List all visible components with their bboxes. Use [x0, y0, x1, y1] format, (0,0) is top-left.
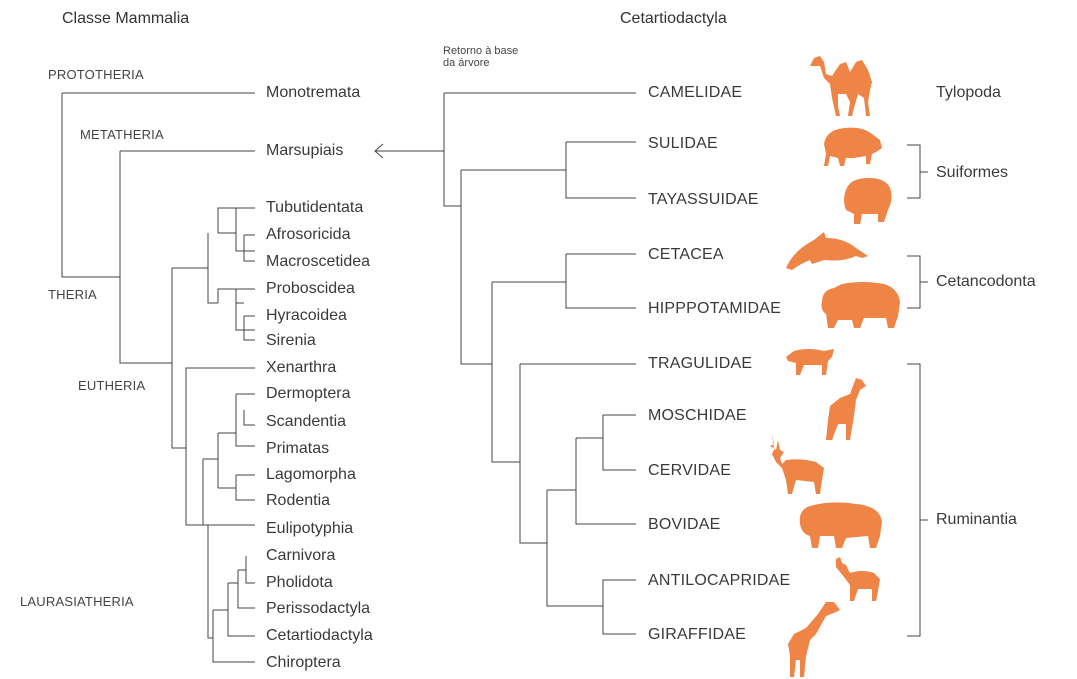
title-mammalia: Classe Mammalia [62, 11, 189, 27]
taxon-chiroptera: Chiroptera [266, 655, 341, 671]
camel-icon [808, 52, 890, 118]
taxon-carnivora: Carnivora [266, 548, 335, 564]
bracket-suiformes [907, 145, 928, 198]
clade-theria: THERIA [48, 288, 97, 301]
taxon-sirenia: Sirenia [266, 333, 316, 349]
clade-eutheria: EUTHERIA [78, 379, 145, 392]
bison-icon [796, 500, 886, 552]
taxon-dermoptera: Dermoptera [266, 386, 350, 402]
taxon-eulipotyphia: Eulipotyphia [266, 521, 353, 537]
family-bovidae: BOVIDAE [648, 517, 721, 533]
peccary-icon [840, 176, 896, 228]
group-cetancodonta: Cetancodonta [936, 274, 1036, 290]
taxon-proboscidea: Proboscidea [266, 281, 355, 297]
family-sulidae: SULIDAE [648, 136, 718, 152]
return-note: Retorno à base da árvore [443, 45, 523, 69]
title-cetartiodactyla: Cetartiodactyla [620, 11, 727, 27]
branch-root [62, 93, 120, 277]
taxon-lagomorpha: Lagomorpha [266, 467, 356, 483]
dolphin-icon [784, 226, 870, 272]
family-giraffidae: GIRAFFIDAE [648, 627, 746, 643]
branch-theria [120, 151, 172, 363]
group-tylopoda: Tylopoda [936, 85, 1001, 101]
family-tragulidae: TRAGULIDAE [648, 356, 752, 372]
giraffe-icon [782, 600, 842, 679]
taxon-scandentia: Scandentia [266, 414, 346, 430]
chevrotain-icon [784, 345, 836, 379]
pig-icon [820, 124, 884, 174]
group-ruminantia: Ruminantia [936, 512, 1017, 528]
taxon-monotremata: Monotremata [266, 85, 360, 101]
taxon-primatas: Primatas [266, 441, 329, 457]
family-moschidae: MOSCHIDAE [648, 408, 747, 424]
taxon-rodentia: Rodentia [266, 493, 330, 509]
taxon-marsupiais: Marsupiais [266, 143, 343, 159]
clade-metatheria: METATHERIA [80, 128, 164, 141]
family-hippopotamidae: HIPPPOTAMIDAE [648, 301, 781, 317]
family-camelidae: CAMELIDAE [648, 85, 742, 101]
taxon-macroscetidea: Macroscetidea [266, 254, 370, 270]
branch-boreo [186, 368, 255, 448]
bracket-cetancodonta [907, 256, 928, 308]
clade-prototheria: PROTOTHERIA [48, 68, 144, 81]
taxon-pholidota: Pholidota [266, 575, 333, 591]
family-cervidae: CERVIDAE [648, 463, 731, 479]
taxon-xenarthra: Xenarthra [266, 360, 336, 376]
taxon-tubutidentata: Tubutidentata [266, 200, 363, 216]
group-suiformes: Suiformes [936, 165, 1008, 181]
taxon-cetartiodactyla: Cetartiodactyla [266, 628, 373, 644]
taxon-hyracoidea: Hyracoidea [266, 308, 347, 324]
taxon-perissodactyla: Perissodactyla [266, 601, 370, 617]
bracket-ruminantia [907, 364, 928, 636]
family-tayassuidae: TAYASSUIDAE [648, 192, 759, 208]
family-cetacea: CETACEA [648, 247, 724, 263]
family-antilocapridae: ANTILOCAPRIDAE [648, 573, 790, 589]
clade-laurasiatheria: LAURASIATHERIA [20, 595, 134, 608]
taxon-afrosoricida: Afrosoricida [266, 227, 350, 243]
pronghorn-icon [832, 555, 882, 605]
deer-icon [768, 432, 828, 496]
branch-afrotheria [172, 233, 218, 303]
branch-eutheria [172, 268, 186, 448]
hippo-icon [818, 280, 902, 330]
